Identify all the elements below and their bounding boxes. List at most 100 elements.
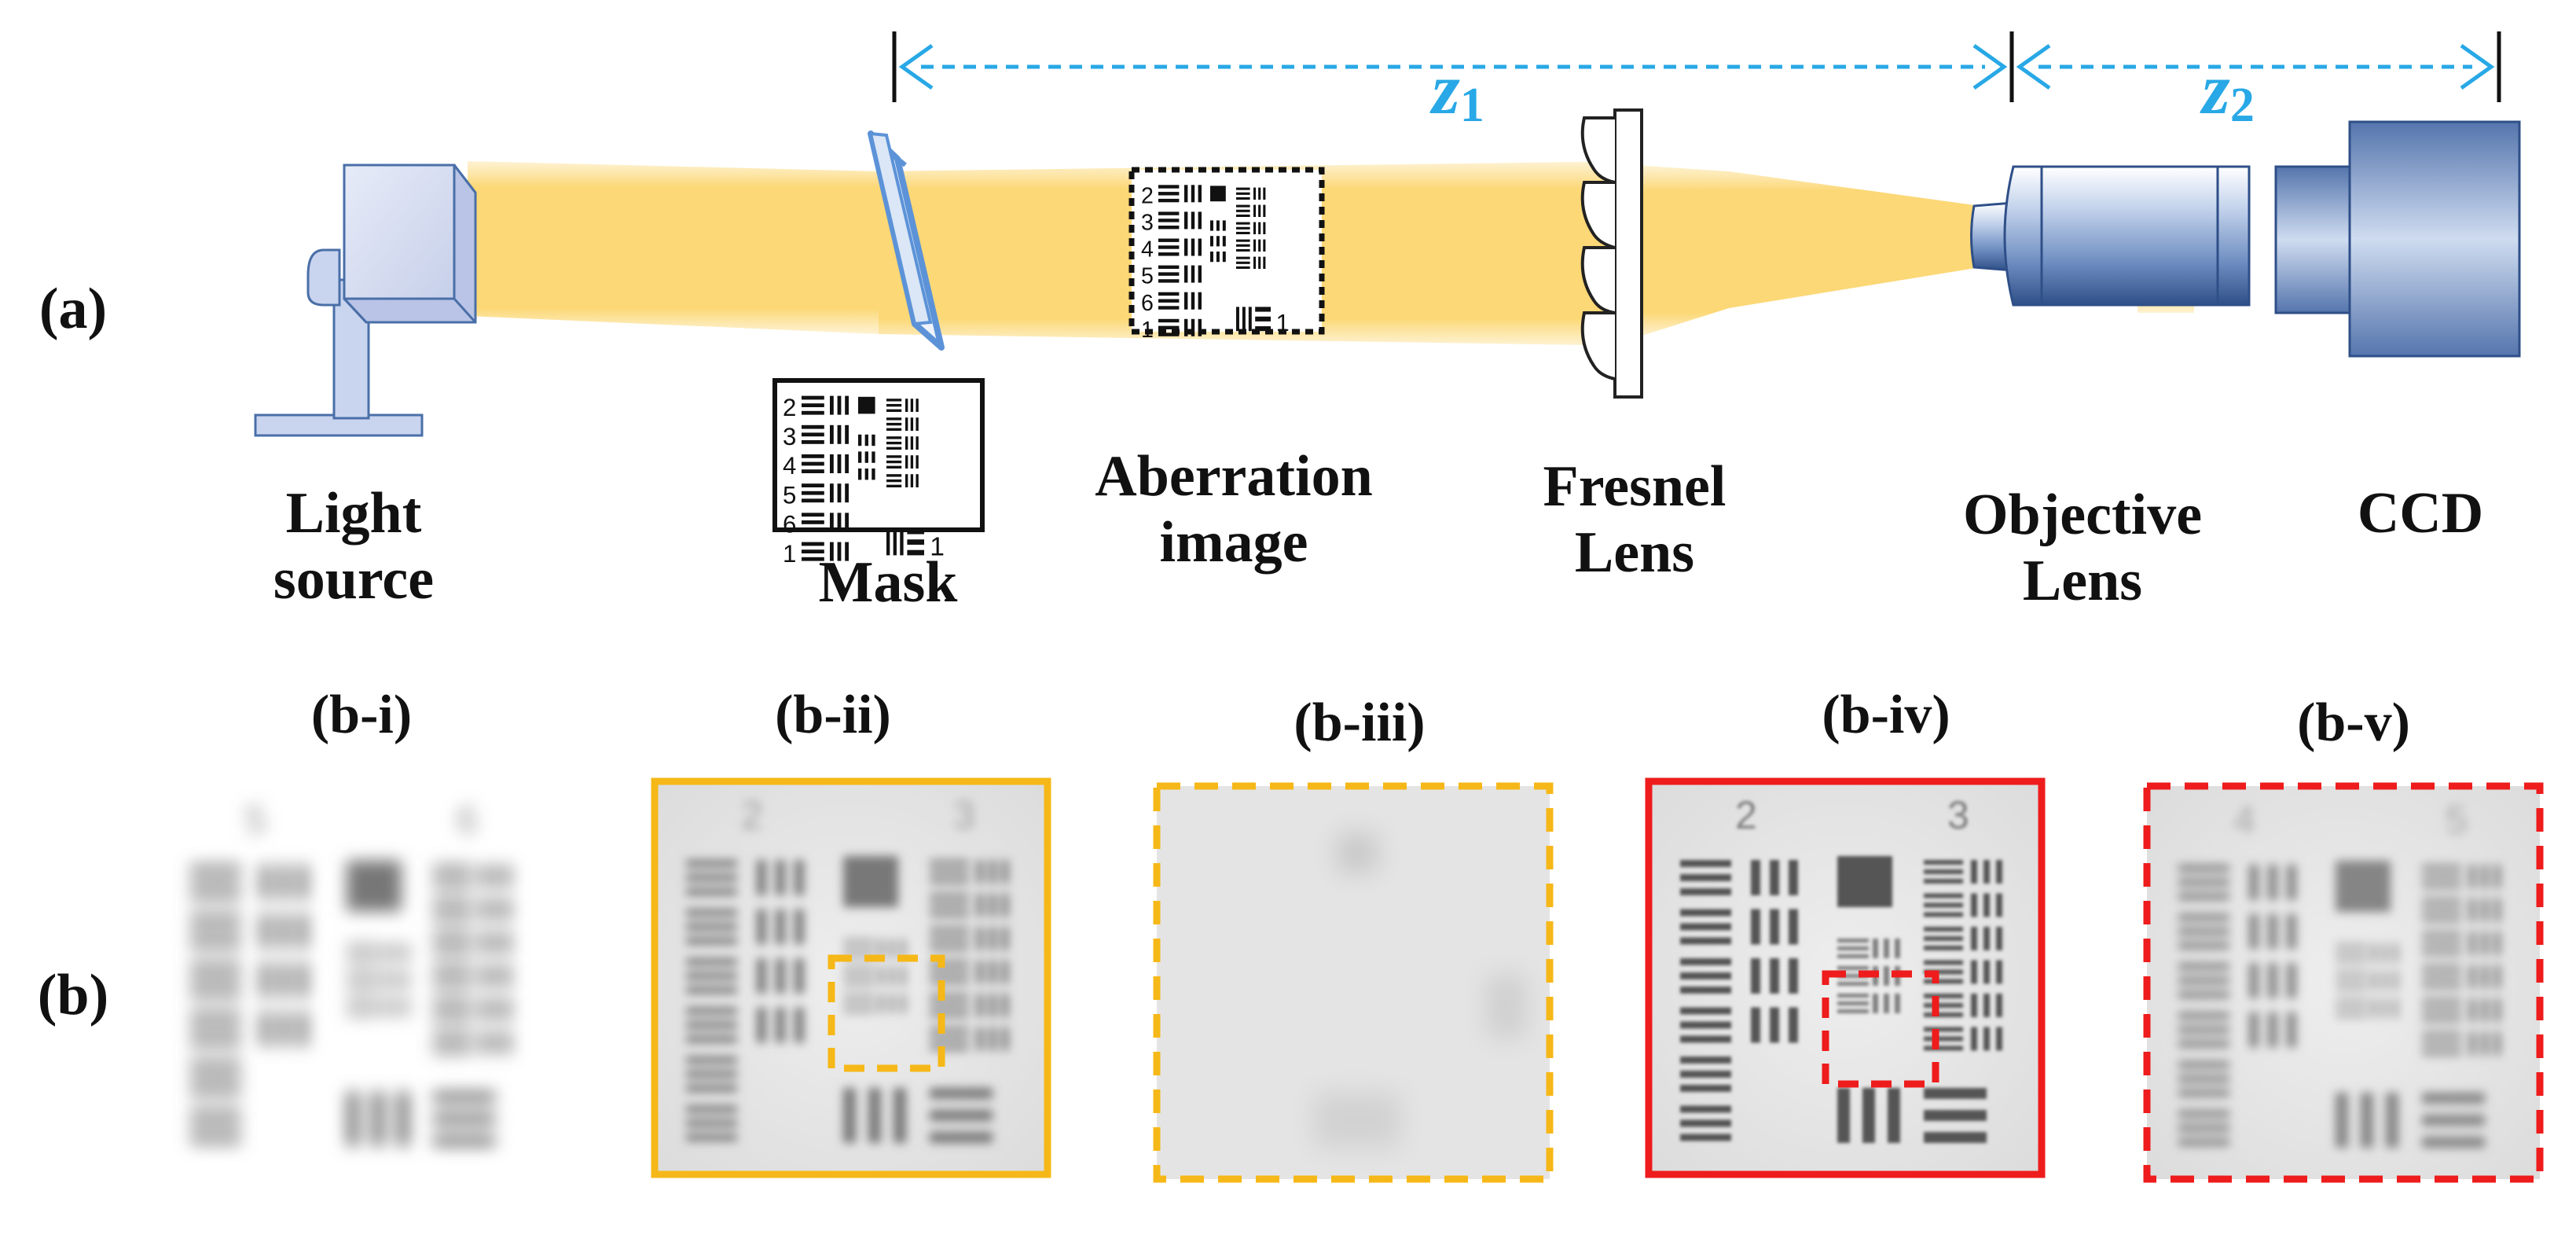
tile-vbars xyxy=(2469,965,2501,989)
bar xyxy=(830,483,834,503)
target-vbars xyxy=(1253,239,1266,252)
bar xyxy=(1158,192,1180,196)
tile-vbars xyxy=(977,860,1008,884)
target-digit: 5 xyxy=(783,481,796,509)
tile-hbars xyxy=(2422,932,2461,955)
tile-vbars xyxy=(2469,1031,2501,1056)
bar xyxy=(977,1027,983,1051)
bar xyxy=(189,1039,241,1047)
bar xyxy=(930,1003,969,1008)
bar xyxy=(2336,979,2367,983)
bar xyxy=(1236,307,1239,332)
bar xyxy=(901,994,906,1013)
bar xyxy=(900,528,904,556)
target-vbars xyxy=(830,513,849,532)
tile-vbars xyxy=(1971,860,2002,884)
bar xyxy=(930,1110,993,1121)
tile-hbars xyxy=(189,864,241,900)
tile-vbars xyxy=(2371,971,2398,990)
bar xyxy=(1924,936,1963,941)
bar xyxy=(2494,965,2501,989)
tile-vbars xyxy=(479,864,512,888)
bar xyxy=(1191,185,1195,203)
bar xyxy=(843,946,875,950)
bar xyxy=(886,484,902,487)
target-vbars xyxy=(1253,222,1266,234)
tile-hbars xyxy=(2422,898,2461,922)
bar xyxy=(1924,979,1963,984)
bar xyxy=(189,976,241,983)
bar xyxy=(396,1091,409,1147)
tile-vbars xyxy=(757,958,804,994)
bar xyxy=(1789,1007,1798,1043)
bar xyxy=(930,960,969,965)
bar xyxy=(686,972,737,979)
bar xyxy=(1873,939,1878,958)
bar xyxy=(1002,960,1008,984)
bar xyxy=(1971,927,1977,950)
bar xyxy=(1680,909,1731,917)
tile-vbars xyxy=(1751,958,1798,994)
bar xyxy=(2494,865,2501,888)
bar xyxy=(1158,252,1180,256)
bar xyxy=(1216,252,1220,263)
bar xyxy=(1002,927,1008,950)
zoom-region-box xyxy=(1822,970,1939,1088)
bar xyxy=(794,909,804,945)
bar xyxy=(858,469,862,480)
tile-hbars xyxy=(930,960,969,984)
tile-hbars xyxy=(2422,865,2461,888)
bar xyxy=(1924,1132,1987,1143)
bar xyxy=(905,417,908,431)
bar xyxy=(1924,912,1963,917)
tile-hbars xyxy=(686,1056,737,1092)
bar xyxy=(930,1036,969,1042)
bar xyxy=(1770,958,1779,994)
tile-vbars xyxy=(2249,913,2296,950)
target-vbars xyxy=(905,455,919,469)
bar xyxy=(1184,238,1188,256)
bar xyxy=(886,474,902,477)
bar xyxy=(1158,185,1180,189)
bar xyxy=(505,964,512,988)
bar xyxy=(1680,888,1731,895)
bar xyxy=(2382,943,2387,963)
target-vbars xyxy=(1184,211,1202,230)
bar xyxy=(2178,1012,2229,1020)
bar xyxy=(1255,326,1271,332)
bar xyxy=(2469,965,2475,989)
bar xyxy=(802,520,824,524)
bar xyxy=(347,997,378,1001)
light-source-device xyxy=(254,164,477,437)
bar xyxy=(1258,204,1261,217)
tile-hbars xyxy=(1837,994,1869,1013)
bar xyxy=(930,902,969,908)
bar xyxy=(930,1132,993,1143)
target-hbars xyxy=(1158,211,1180,230)
target-hbars xyxy=(1158,292,1180,310)
tile-hbars xyxy=(686,1007,737,1043)
target-vbars xyxy=(1210,236,1226,247)
bar xyxy=(930,927,969,932)
tile-vbars xyxy=(381,997,409,1017)
fresnel-label-line2: Lens xyxy=(1574,520,1695,585)
bar xyxy=(2393,971,2398,990)
tile-hbars xyxy=(2336,998,2367,1018)
bar xyxy=(1236,244,1250,247)
bar xyxy=(1837,954,1869,958)
bar xyxy=(1971,1027,1977,1051)
bar xyxy=(886,455,902,458)
target-vbars xyxy=(830,395,849,415)
target-hbars xyxy=(802,483,824,503)
bar xyxy=(802,461,824,466)
bar xyxy=(1924,902,1963,908)
tile-hbars xyxy=(1680,860,1731,895)
tile-hbars xyxy=(432,1091,496,1147)
bar xyxy=(686,874,737,881)
bar xyxy=(2178,1124,2229,1132)
bar xyxy=(1258,187,1261,200)
tile-vbars xyxy=(977,1027,1008,1051)
bar xyxy=(2178,865,2229,872)
z1-distance-label: z1 xyxy=(1432,47,1484,134)
bar xyxy=(845,542,849,561)
